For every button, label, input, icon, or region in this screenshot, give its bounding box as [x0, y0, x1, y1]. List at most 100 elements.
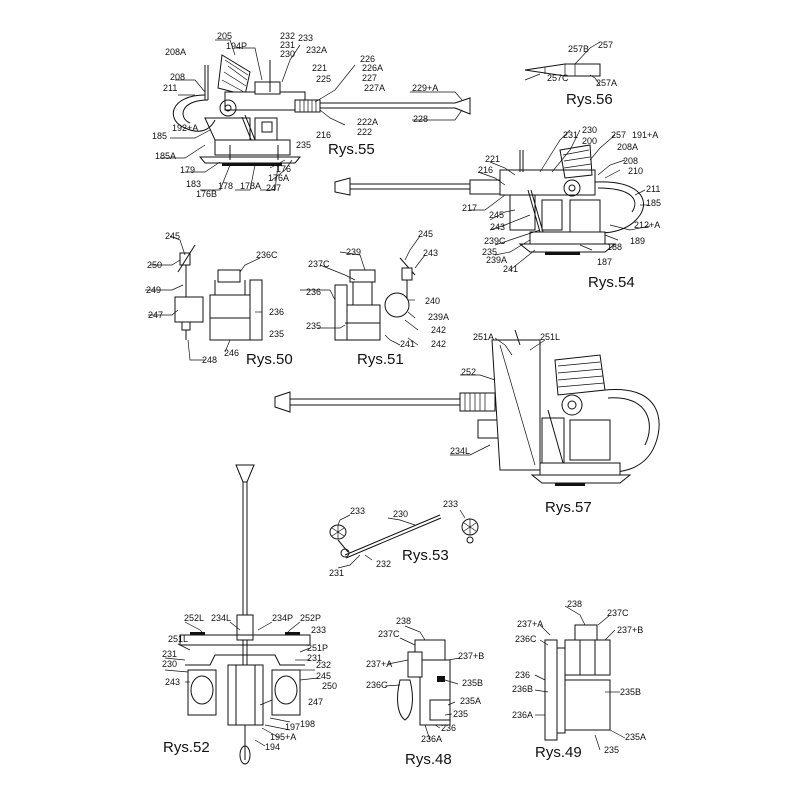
callout-label: 232: [316, 660, 332, 670]
callout-label: 216: [478, 165, 494, 175]
callout-label: 235A: [460, 696, 482, 706]
callout-label: 234L: [450, 446, 471, 456]
callout-label: 237+A: [517, 619, 544, 629]
callout-label: 237+A: [366, 659, 393, 669]
callout-label: 185: [646, 198, 662, 208]
callout-label: 212+A: [634, 220, 661, 230]
callout-label: 252: [461, 367, 477, 377]
callout-label: 208: [623, 156, 639, 166]
callout-label: 236A: [512, 710, 534, 720]
callout-label: 230: [582, 125, 598, 135]
callout-label: 241: [503, 264, 519, 274]
figure-55-drawing: [172, 54, 471, 166]
callout-label: 235: [482, 247, 498, 257]
figure-title: Rys.55: [328, 141, 375, 158]
callout-label: 226A: [362, 63, 384, 73]
callout-label: 187: [597, 257, 613, 267]
callout-label: 257B: [568, 44, 590, 54]
callout-label: 250: [147, 260, 163, 270]
callout-label: 197: [285, 722, 301, 732]
callout-label: 222: [357, 127, 373, 137]
callout-label: 217: [462, 203, 478, 213]
callout-label: 237C: [607, 608, 629, 618]
callout-label: 234P: [272, 613, 294, 623]
callout-label: 233: [443, 499, 459, 509]
callout-label: 208A: [617, 142, 639, 152]
callout-label: 247: [148, 310, 164, 320]
figure-48-drawing: [397, 639, 451, 726]
callout-label: 208A: [165, 47, 187, 57]
callout-label: 237+B: [617, 625, 644, 635]
callout-label: 239A: [428, 312, 450, 322]
callout-label: 237C: [308, 259, 330, 269]
callout-label: 178: [218, 181, 234, 191]
callout-label: 235: [453, 709, 469, 719]
callout-label: 236A: [421, 734, 443, 744]
callout-label: 235A: [625, 732, 647, 742]
callout-label: 231: [329, 568, 345, 578]
callout-label: 235B: [462, 678, 484, 688]
callout-label: 237+B: [458, 651, 485, 661]
callout-label: 231: [162, 649, 178, 659]
callout-label: 191+A: [632, 130, 659, 140]
callout-label: 211: [646, 184, 661, 194]
callout-label: 252P: [300, 613, 322, 623]
callout-label: 237C: [378, 629, 400, 639]
callout-label: 257C: [547, 73, 569, 83]
callout-label: 235B: [620, 687, 642, 697]
callout-label: 227A: [364, 83, 386, 93]
callout-label: 236: [269, 307, 285, 317]
callout-label: 228: [413, 114, 429, 124]
callout-label: 247: [266, 183, 282, 193]
callout-label: 189: [630, 236, 646, 246]
figure-title: Rys.52: [163, 739, 210, 756]
figure-50-drawing: [174, 244, 263, 341]
callout-label: 221: [485, 154, 501, 164]
callout-label: 238: [567, 599, 583, 609]
figure-56-drawing: [524, 63, 601, 77]
callout-label: 176: [276, 164, 292, 174]
callout-label: 243: [165, 677, 181, 687]
callout-label: 242: [431, 325, 447, 335]
figure-title: Rys.54: [588, 274, 635, 291]
callout-label: 235: [269, 329, 285, 339]
callout-label: 216: [316, 130, 332, 140]
callout-label: 230: [280, 49, 296, 59]
callout-label: 242: [431, 339, 447, 349]
callout-label: 227: [362, 73, 378, 83]
callout-label: 235: [306, 321, 322, 331]
callout-label: 239C: [484, 236, 506, 246]
callout-label: 221: [312, 63, 328, 73]
figure-title: Rys.57: [545, 499, 592, 516]
figure-57-drawing: [274, 329, 660, 486]
figure-title: Rys.53: [402, 547, 449, 564]
callout-label: 232: [280, 31, 296, 41]
callout-label: 251P: [307, 643, 329, 653]
callout-label: 176B: [196, 189, 218, 199]
callout-label: 232A: [306, 45, 328, 55]
callout-label: 233: [298, 33, 314, 43]
callout-label: 240: [425, 296, 441, 306]
callout-label: 194P: [226, 41, 248, 51]
callout-label: 245: [418, 229, 434, 239]
callout-label: 229+A: [412, 83, 439, 93]
callout-label: 192+A: [172, 123, 199, 133]
callout-label: 236C: [256, 250, 278, 260]
callout-label: 252L: [184, 613, 205, 623]
figure-title: Rys.48: [405, 751, 452, 768]
callout-label: 248: [202, 355, 218, 365]
callout-label: 178A: [240, 181, 262, 191]
figure-52-drawing: [179, 464, 311, 765]
callout-label: 238: [396, 616, 412, 626]
callout-label: 245: [489, 210, 505, 220]
figure-title: Rys.56: [566, 91, 613, 108]
callout-label: 236: [515, 670, 531, 680]
callout-label: 236C: [515, 634, 537, 644]
callout-label: 179: [180, 165, 196, 175]
callout-label: 236B: [512, 684, 534, 694]
callout-label: 233: [311, 625, 327, 635]
callout-label: 236: [441, 723, 457, 733]
callout-label: 236: [306, 287, 322, 297]
